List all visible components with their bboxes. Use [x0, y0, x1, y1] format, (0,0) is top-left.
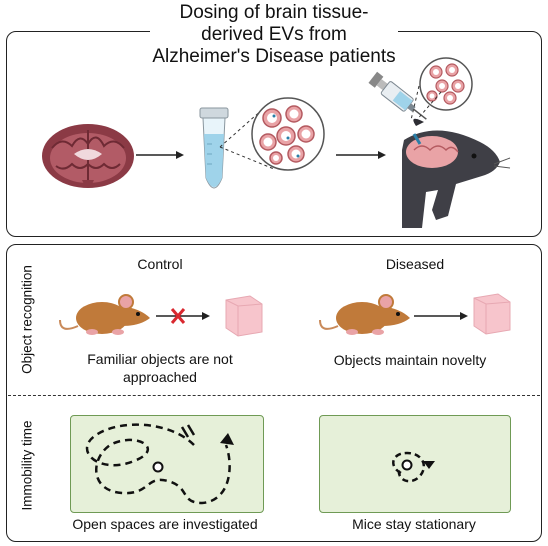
diseased-caption: Objects maintain novelty: [333, 352, 487, 368]
control-caption-line-1: Familiar objects are not: [87, 351, 233, 367]
ev-zoom-icon-2: [419, 57, 473, 111]
title-line-3: Alzheimer's Disease patients: [152, 46, 396, 67]
section-divider: [8, 395, 540, 396]
mouse-icon-diseased: [319, 294, 410, 335]
cube-icon-diseased: [473, 293, 511, 335]
brain-icon: [42, 124, 134, 188]
side-label-object-recognition: Object recognition: [19, 265, 35, 374]
arrow-tube-to-mouse: [336, 151, 386, 159]
cube-icon: [225, 295, 263, 337]
mouse-head-icon: [402, 118, 511, 228]
title-line-1: Dosing of brain tissue-: [179, 2, 369, 23]
page-title: Dosing of brain tissue- derived EVs from…: [0, 2, 548, 68]
title-line-2: derived EVs from: [201, 24, 347, 45]
immobility-diseased-caption: Mice stay stationary: [352, 516, 476, 532]
approach-arrow: [414, 312, 468, 320]
diseased-heading: Diseased: [385, 256, 445, 272]
title-background: [150, 0, 398, 66]
open-field-arena-diseased: [319, 415, 511, 513]
ev-zoom-lines-2: [410, 85, 442, 123]
path-trace-diseased: [392, 451, 435, 483]
blocked-arrow: [156, 308, 210, 324]
control-caption-line-2: approached: [123, 369, 197, 385]
control-heading: Control: [137, 256, 183, 272]
path-trace-control: [85, 423, 234, 505]
arrow-brain-to-tube: [136, 151, 184, 159]
mouse-icon: [59, 294, 150, 335]
side-label-immobility-time: Immobility time: [19, 420, 35, 511]
tube-icon: [199, 107, 229, 189]
immobility-control-caption: Open spaces are investigated: [72, 516, 258, 532]
ev-zoom-lines: [219, 100, 275, 170]
ev-zoom-icon: [251, 97, 325, 171]
control-caption: Familiar objects are not approached: [60, 350, 260, 386]
